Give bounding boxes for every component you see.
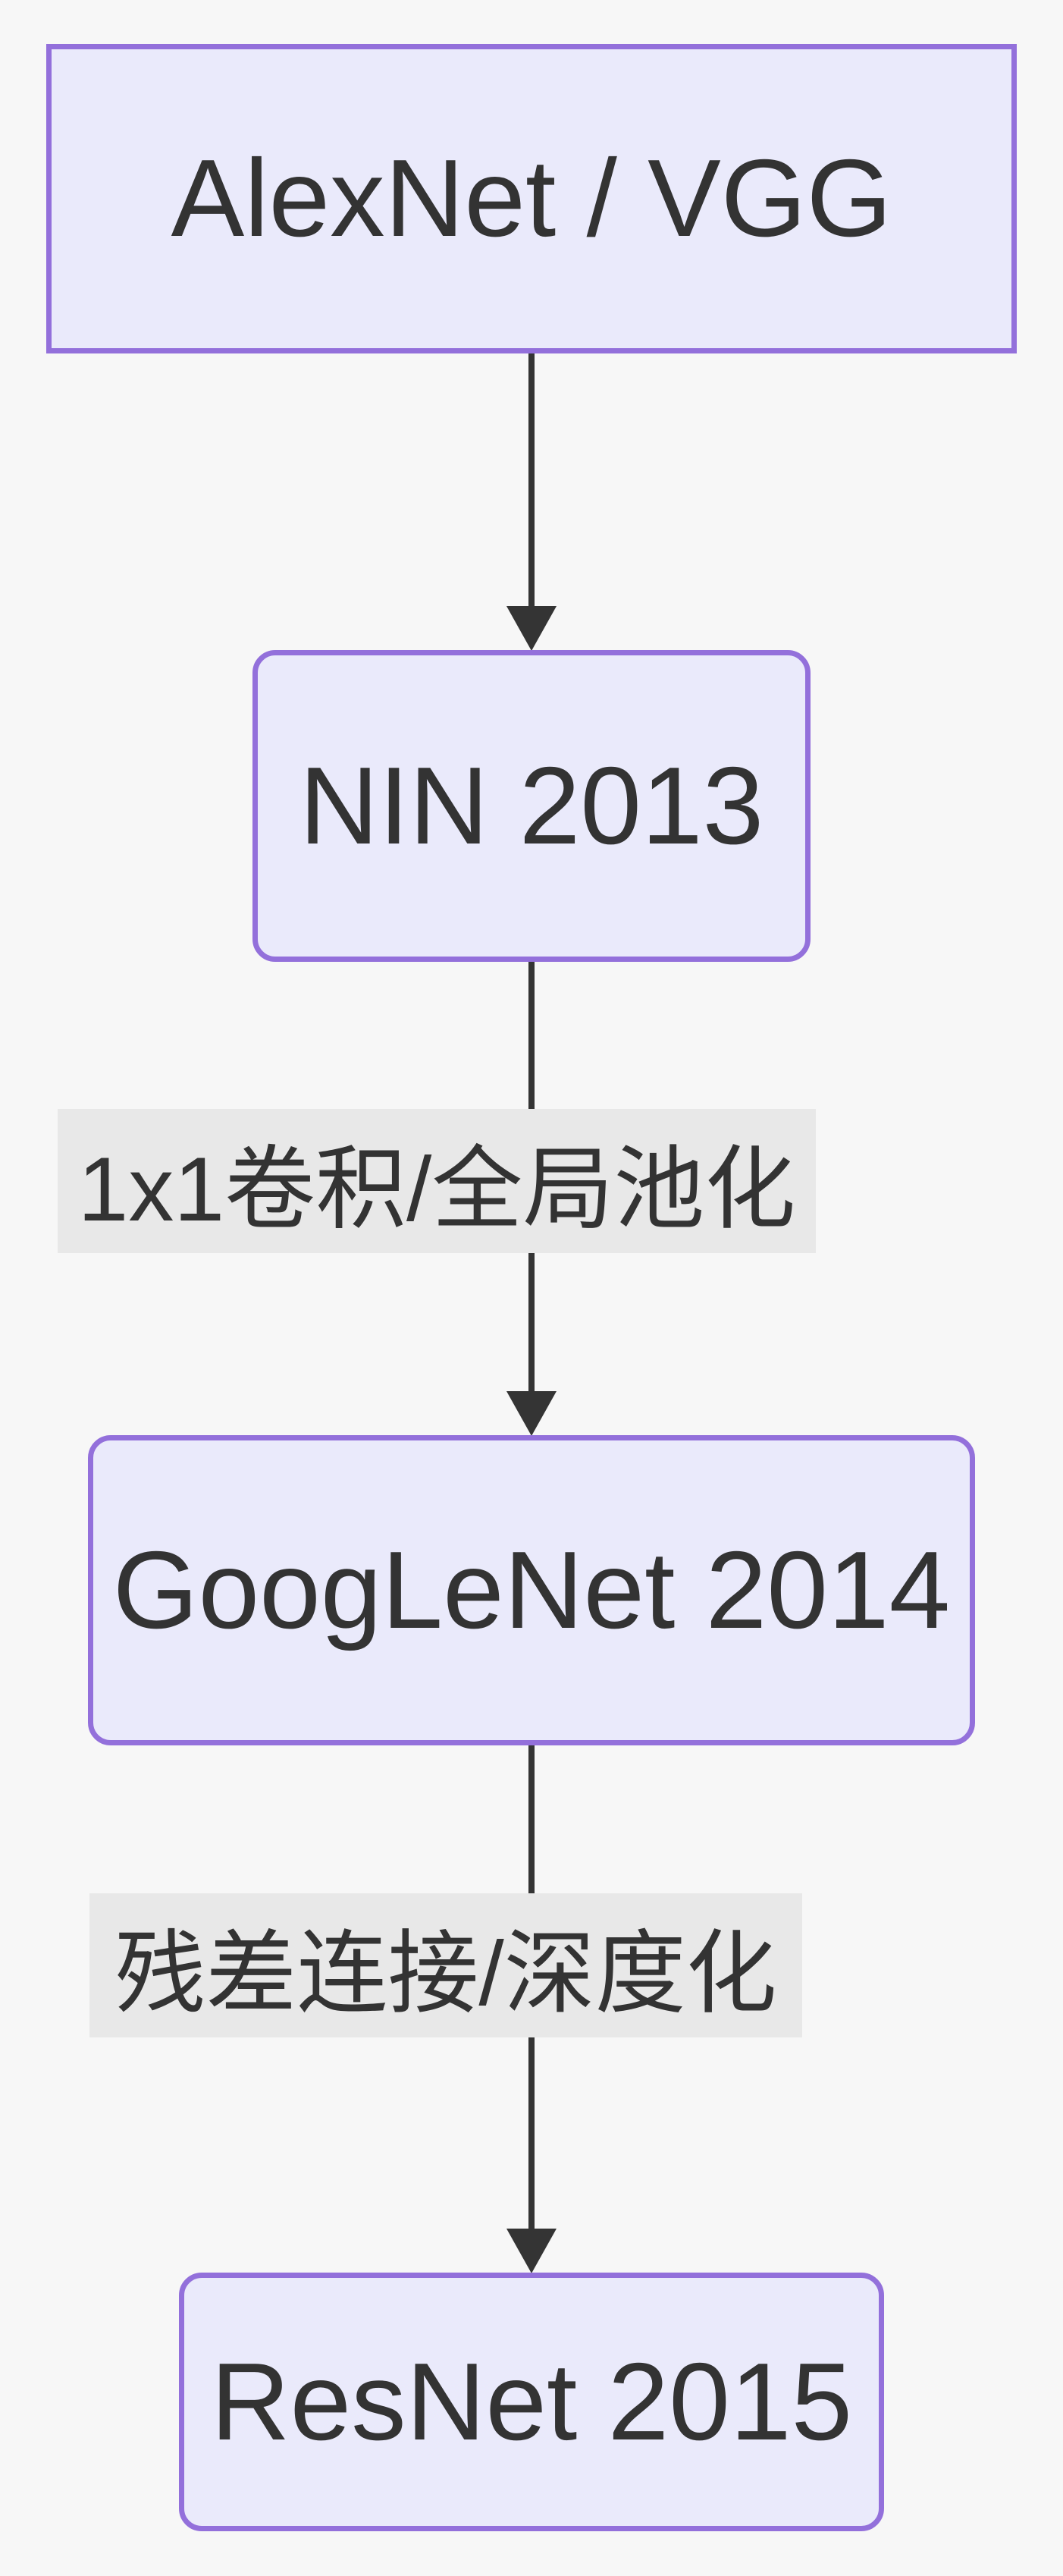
- node-googlenet-2014: GoogLeNet 2014: [88, 1435, 975, 1745]
- edge-nin-to-googlenet-arrowhead-icon: [506, 1391, 557, 1436]
- node-resnet-2015: ResNet 2015: [179, 2273, 884, 2531]
- node-alexnet-vgg: AlexNet / VGG: [46, 44, 1017, 353]
- node-resnet-2015-label: ResNet 2015: [210, 2339, 853, 2463]
- edge-label-1x1-conv-global-pool: 1x1卷积/全局池化: [58, 1109, 816, 1253]
- edge-label-residual-connection-depth: 残差连接/深度化: [89, 1893, 802, 2037]
- node-nin-2013-label: NIN 2013: [299, 743, 764, 867]
- edge-alexnet-to-nin-line: [528, 353, 535, 608]
- node-nin-2013: NIN 2013: [252, 650, 811, 962]
- node-googlenet-2014-label: GoogLeNet 2014: [112, 1528, 951, 1651]
- node-alexnet-vgg-label: AlexNet / VGG: [171, 137, 892, 260]
- edge-googlenet-to-resnet-arrowhead-icon: [506, 2229, 557, 2273]
- edge-alexnet-to-nin-arrowhead-icon: [506, 606, 557, 651]
